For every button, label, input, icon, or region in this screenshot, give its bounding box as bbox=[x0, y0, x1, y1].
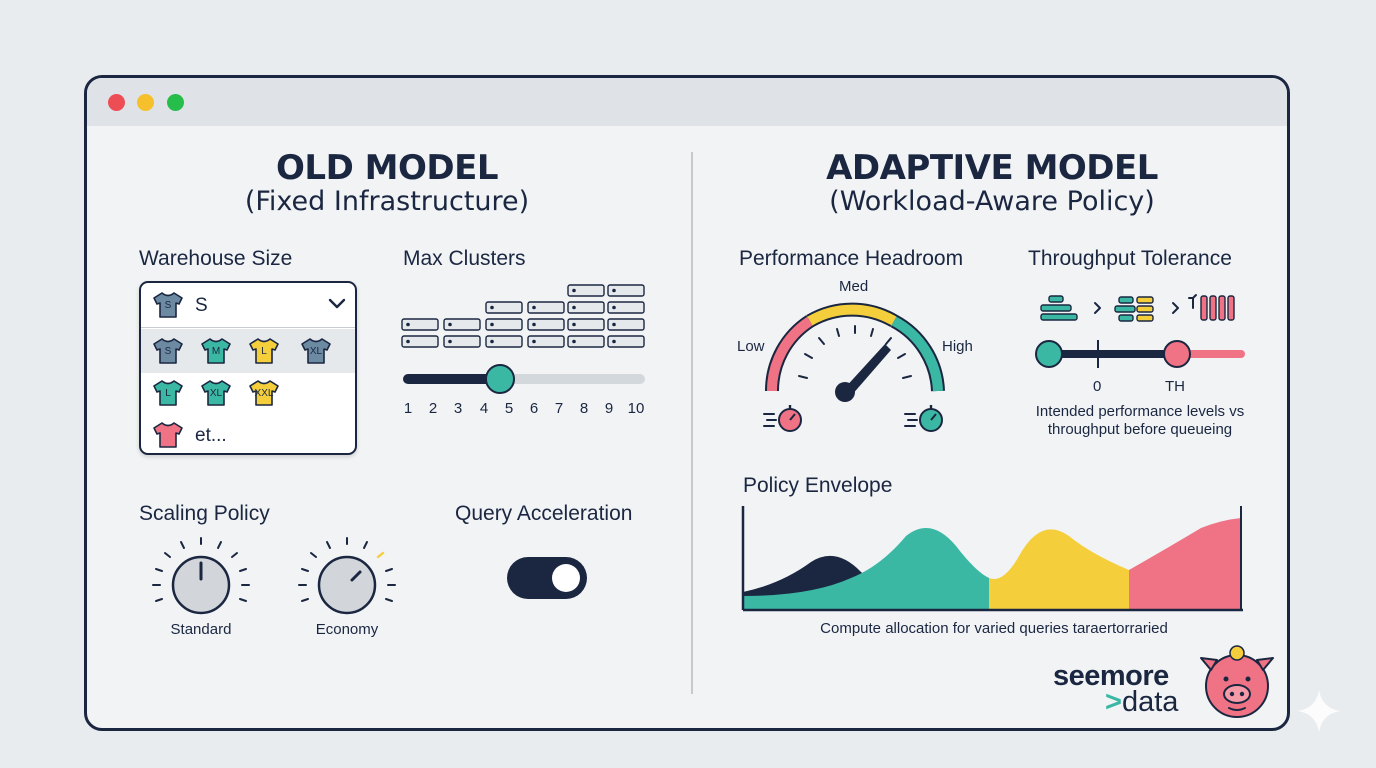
sparkle-icon bbox=[1298, 690, 1340, 732]
brand-name-bottom: >data bbox=[1105, 686, 1178, 719]
cluster-tick: 10 bbox=[627, 400, 645, 417]
close-window-button[interactable] bbox=[108, 94, 125, 111]
adaptive-model-subtitle: (Workload-Aware Policy) bbox=[829, 186, 1155, 217]
size-option-more[interactable] bbox=[151, 421, 185, 449]
queue-growth-icon bbox=[1040, 294, 1235, 322]
size-option-label: L bbox=[165, 388, 171, 399]
size-option-label: XXL bbox=[254, 388, 274, 399]
panel-divider bbox=[691, 152, 693, 694]
stopwatch-slow-icon bbox=[763, 405, 802, 432]
throughput-zero-label: 0 bbox=[1093, 378, 1102, 395]
size-option-s[interactable]: S bbox=[151, 337, 185, 365]
old-model-subtitle: (Fixed Infrastructure) bbox=[244, 186, 530, 217]
gauge-low-label: Low bbox=[737, 338, 765, 355]
old-model-title: OLD MODEL bbox=[276, 148, 498, 188]
size-option-label: S bbox=[164, 346, 172, 357]
max-clusters-slider-track[interactable] bbox=[403, 374, 645, 384]
cluster-tick: 7 bbox=[554, 400, 564, 417]
size-option-xl-2[interactable]: XL bbox=[199, 379, 233, 407]
cluster-tick: 6 bbox=[529, 400, 539, 417]
standard-policy-label: Standard bbox=[170, 621, 232, 638]
throughput-slider-over-track bbox=[1177, 350, 1245, 358]
size-option-l-2[interactable]: L bbox=[151, 379, 185, 407]
economy-policy-label: Economy bbox=[315, 621, 379, 638]
policy-envelope-label: Policy Envelope bbox=[743, 474, 893, 497]
size-option-m[interactable]: M bbox=[199, 337, 233, 365]
app-window: OLD MODEL (Fixed Infrastructure) Warehou… bbox=[84, 75, 1290, 731]
size-option-xl[interactable]: XL bbox=[299, 337, 333, 365]
brand-name-top: seemore bbox=[1053, 660, 1169, 692]
adaptive-model-title: ADAPTIVE MODEL bbox=[826, 148, 1158, 188]
performance-headroom-gauge bbox=[764, 302, 945, 402]
policy-envelope-caption: Compute allocation for varied queries ta… bbox=[820, 620, 1168, 637]
chevron-down-icon[interactable] bbox=[327, 297, 347, 316]
query-acceleration-toggle[interactable] bbox=[507, 557, 587, 599]
brand-data-text: data bbox=[1121, 686, 1179, 718]
gauge-high-label: High bbox=[942, 338, 973, 355]
server-cluster-icon bbox=[401, 284, 645, 348]
warehouse-size-dropdown[interactable]: S S S M L XL L XL bbox=[139, 281, 357, 455]
throughput-caption-line2: throughput before queueing bbox=[1047, 421, 1233, 438]
max-clusters-slider-fill bbox=[403, 374, 499, 384]
piggy-mascot-logo bbox=[1200, 645, 1274, 718]
gauge-med-label: Med bbox=[839, 278, 869, 295]
throughput-tolerance-label: Throughput Tolerance bbox=[1028, 247, 1232, 270]
toggle-knob bbox=[552, 564, 580, 592]
size-option-label: S bbox=[164, 300, 172, 311]
throughput-zero-marker bbox=[1097, 340, 1099, 368]
more-sizes-text: et... bbox=[195, 425, 227, 446]
query-acceleration-label: Query Acceleration bbox=[455, 502, 633, 525]
performance-headroom-label: Performance Headroom bbox=[739, 247, 964, 270]
cluster-tick: 3 bbox=[453, 400, 463, 417]
max-clusters-slider-thumb[interactable] bbox=[485, 364, 515, 394]
selected-size-value: S bbox=[195, 295, 208, 316]
minimize-window-button[interactable] bbox=[137, 94, 154, 111]
size-option-l[interactable]: L bbox=[247, 337, 281, 365]
size-option-label: XL bbox=[209, 388, 223, 399]
cluster-tick: 4 bbox=[479, 400, 489, 417]
tshirt-icon: S bbox=[151, 291, 185, 319]
title-bar bbox=[87, 78, 1287, 126]
maximize-window-button[interactable] bbox=[167, 94, 184, 111]
cluster-tick: 1 bbox=[403, 400, 413, 417]
economy-dial-knob[interactable] bbox=[295, 533, 399, 637]
scaling-policy-label: Scaling Policy bbox=[139, 502, 270, 525]
stopwatch-fast-icon bbox=[904, 405, 943, 432]
standard-dial-knob[interactable] bbox=[149, 533, 253, 637]
cluster-tick: 5 bbox=[504, 400, 514, 417]
throughput-th-label: TH bbox=[1165, 378, 1185, 395]
size-option-label: L bbox=[261, 346, 267, 357]
throughput-slider-th-thumb[interactable] bbox=[1163, 340, 1191, 368]
max-clusters-label: Max Clusters bbox=[403, 247, 526, 270]
policy-envelope-chart bbox=[741, 506, 1243, 612]
brand-chevron: > bbox=[1105, 686, 1122, 718]
warehouse-size-label: Warehouse Size bbox=[139, 247, 293, 270]
throughput-caption-line1: Intended performance levels vs bbox=[1035, 403, 1245, 420]
warehouse-size-select[interactable]: S S bbox=[141, 283, 355, 328]
throughput-slider-min-thumb[interactable] bbox=[1035, 340, 1063, 368]
cluster-tick: 2 bbox=[428, 400, 438, 417]
size-option-label: XL bbox=[309, 346, 323, 357]
throughput-slider-fill bbox=[1047, 350, 1177, 358]
size-option-xxl[interactable]: XXL bbox=[247, 379, 281, 407]
cluster-tick: 8 bbox=[579, 400, 589, 417]
size-option-label: M bbox=[211, 346, 221, 357]
cluster-tick: 9 bbox=[604, 400, 614, 417]
